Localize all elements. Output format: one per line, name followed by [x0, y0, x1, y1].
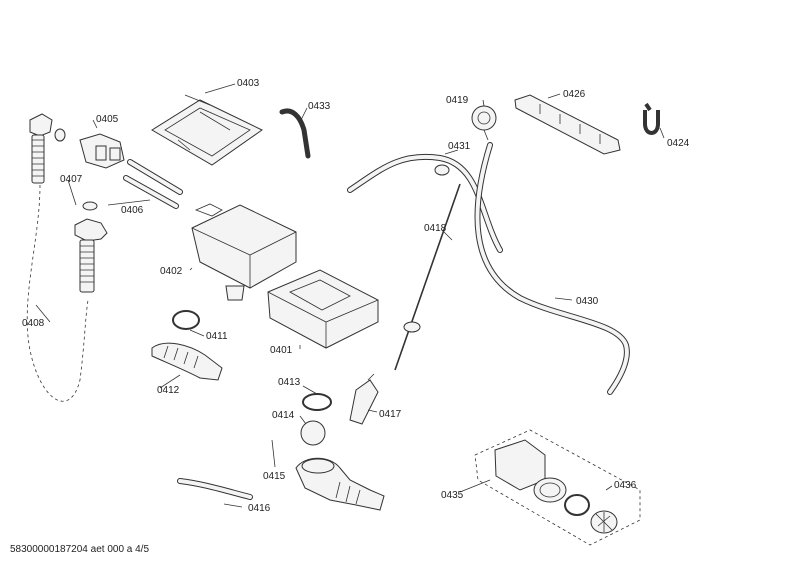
part-0436-filter	[590, 510, 618, 534]
part-0431-tube	[347, 153, 503, 253]
part-0405-valve	[79, 133, 125, 169]
part-0418-tube	[394, 183, 461, 371]
part-0412-bellow	[151, 342, 223, 381]
part-0413-ring	[302, 393, 332, 411]
part-0401-drawer	[267, 269, 379, 349]
label-0414: 0414	[272, 410, 295, 421]
label-0424: 0424	[667, 138, 690, 149]
label-0431: 0431	[448, 141, 471, 152]
label-0413: 0413	[278, 377, 301, 388]
label-0430: 0430	[576, 296, 599, 307]
label-0418: 0418	[424, 223, 447, 234]
part-0435-pump	[474, 429, 641, 546]
part-0416-hose	[177, 478, 253, 500]
label-0402: 0402	[160, 266, 183, 277]
label-0416: 0416	[248, 503, 271, 514]
part-0411-ring	[172, 310, 200, 330]
label-0411: 0411	[206, 331, 228, 342]
label-0407: 0407	[60, 174, 83, 185]
label-0433: 0433	[308, 101, 331, 112]
part-0433-hook	[279, 108, 311, 159]
label-0406: 0406	[121, 205, 144, 216]
part-0415-sump	[295, 457, 385, 511]
label-0419: 0419	[446, 95, 469, 106]
label-0408: 0408	[22, 318, 45, 329]
part-0417-chamber	[349, 373, 379, 425]
label-0426: 0426	[563, 89, 586, 100]
part-0406-rods	[123, 159, 183, 209]
part-0408-inlet-hose	[26, 113, 108, 402]
part-0426-rail	[514, 94, 621, 155]
part-0430-pipe	[474, 142, 630, 395]
label-0401: 0401	[270, 345, 293, 356]
label-0415: 0415	[263, 471, 286, 482]
drawing-number: 58300000187204 aet 000 a 4/5	[10, 544, 150, 555]
part-0402-housing	[191, 203, 297, 301]
part-0424-clip	[643, 102, 660, 135]
part-0414-ball	[300, 420, 326, 446]
label-0417: 0417	[379, 409, 402, 420]
label-0403: 0403	[237, 78, 260, 89]
part-0419-switch	[471, 105, 497, 141]
label-0435: 0435	[441, 490, 464, 501]
label-0412: 0412	[157, 385, 180, 396]
part-0403-frame	[151, 94, 263, 166]
label-0405: 0405	[96, 114, 119, 125]
label-0436: 0436	[614, 480, 637, 491]
leader-lines	[35, 83, 665, 508]
